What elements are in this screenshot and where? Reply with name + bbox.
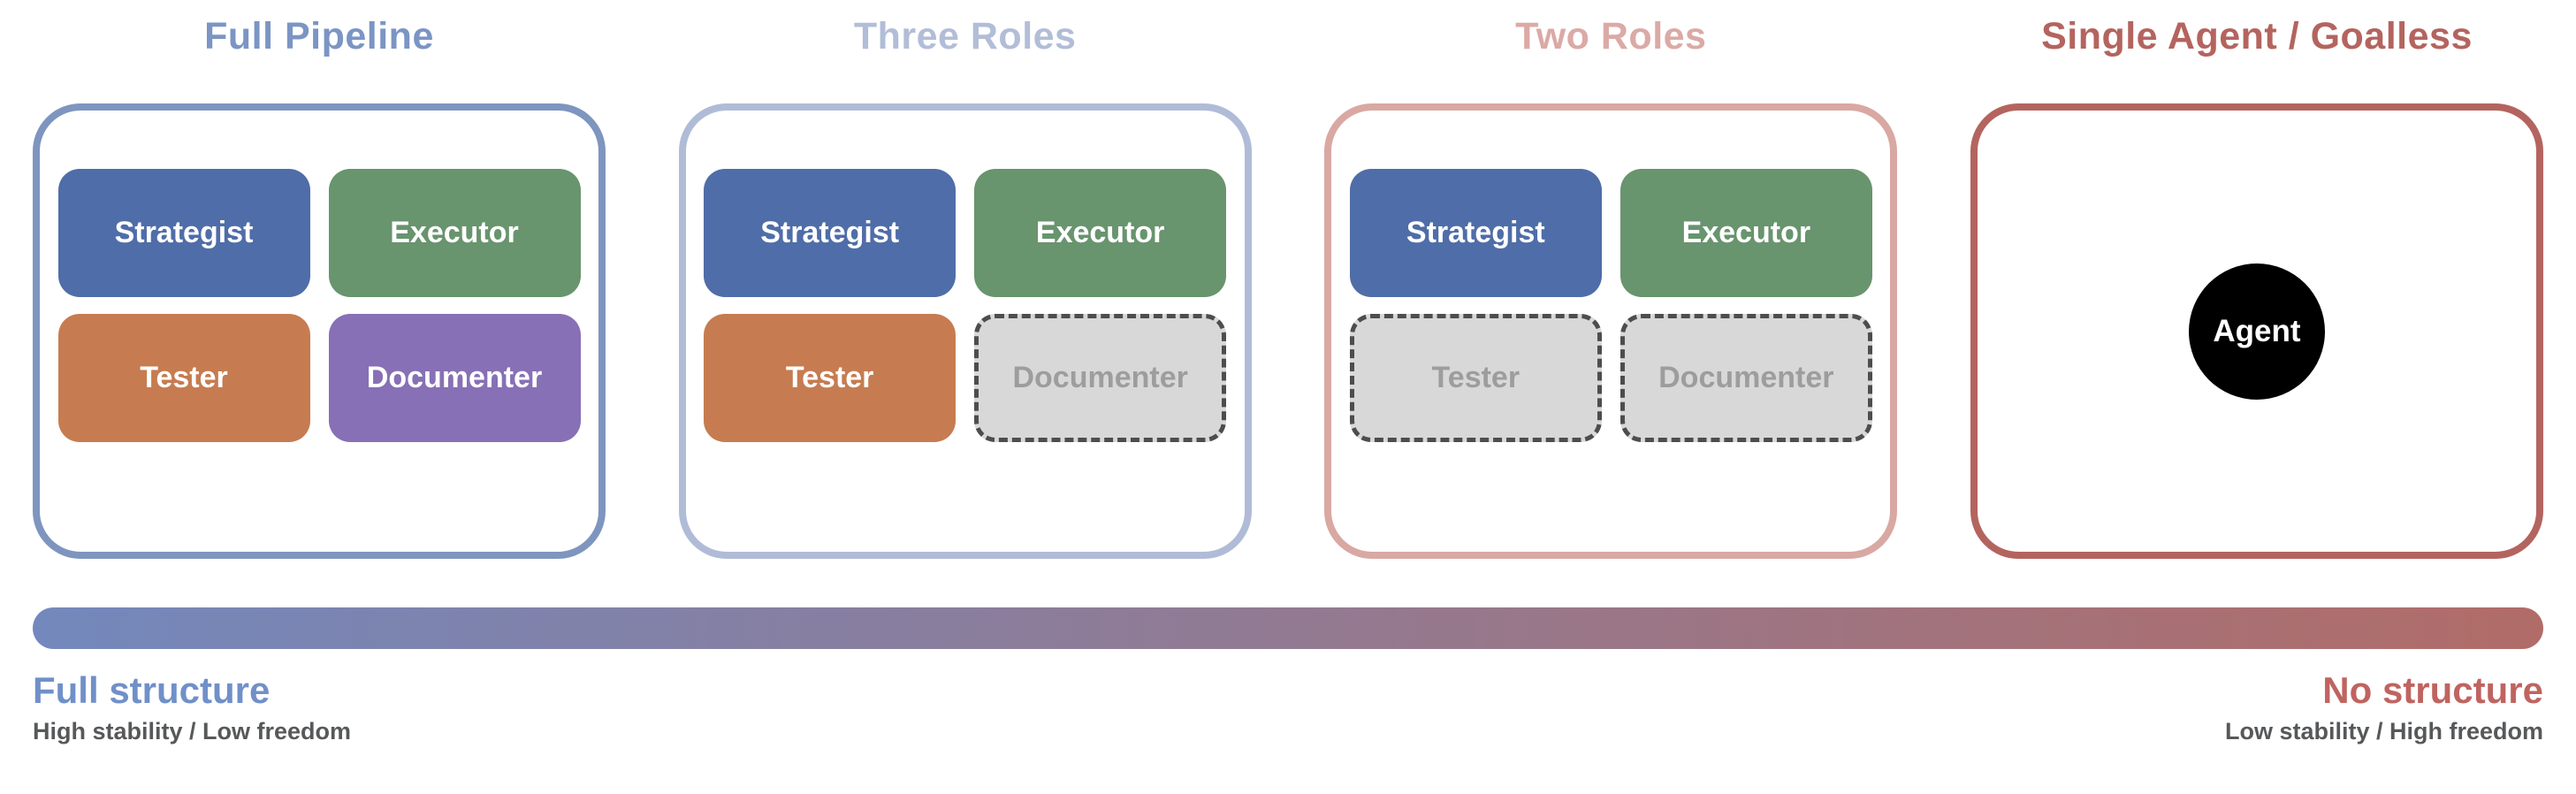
- panel-box-full-pipeline: Strategist Executor Tester Documenter: [33, 103, 606, 559]
- spectrum-labels: Full structure High stability / Low free…: [0, 649, 2576, 744]
- role-executor: Executor: [328, 169, 581, 297]
- role-executor: Executor: [974, 169, 1227, 297]
- agent-circle: Agent: [2188, 263, 2325, 400]
- spectrum-left-labels: Full structure High stability / Low free…: [33, 672, 351, 744]
- role-tester: Tester: [57, 314, 310, 442]
- spectrum-right-labels: No structure Low stability / High freedo…: [2225, 672, 2543, 744]
- panel-box-three-roles: Strategist Executor Tester Documenter: [678, 103, 1252, 559]
- role-strategist: Strategist: [704, 169, 956, 297]
- role-documenter: Documenter: [328, 314, 581, 442]
- panel-three-roles: Three Roles Strategist Executor Tester D…: [678, 0, 1252, 559]
- no-structure-label: No structure: [2322, 669, 2543, 711]
- role-strategist: Strategist: [1349, 169, 1602, 297]
- full-structure-sublabel: High stability / Low freedom: [33, 718, 352, 744]
- full-structure-label: Full structure: [33, 669, 271, 711]
- panel-single-agent-goalless: Single Agent / Goalless Agent: [1970, 0, 2543, 559]
- role-documenter-disabled: Documenter: [1620, 314, 1872, 442]
- no-structure-sublabel: Low stability / High freedom: [2224, 718, 2543, 744]
- role-tester: Tester: [704, 314, 956, 442]
- panels-row: Full Pipeline Strategist Executor Tester…: [33, 0, 2543, 559]
- panel-title-two-roles: Two Roles: [1515, 15, 1707, 57]
- role-executor: Executor: [1620, 169, 1872, 297]
- panel-full-pipeline: Full Pipeline Strategist Executor Tester…: [33, 0, 606, 559]
- panel-title-three-roles: Three Roles: [853, 15, 1077, 57]
- structure-spectrum-bar: [33, 607, 2543, 649]
- panel-two-roles: Two Roles Strategist Executor Tester Doc…: [1324, 0, 1898, 559]
- panel-box-two-roles: Strategist Executor Tester Documenter: [1324, 103, 1898, 559]
- role-strategist: Strategist: [57, 169, 310, 297]
- panel-title-single-agent-goalless: Single Agent / Goalless: [2041, 15, 2473, 57]
- panel-title-full-pipeline: Full Pipeline: [204, 15, 434, 57]
- panel-box-single-agent: Agent: [1970, 103, 2543, 559]
- role-documenter-disabled: Documenter: [974, 314, 1227, 442]
- role-tester-disabled: Tester: [1349, 314, 1602, 442]
